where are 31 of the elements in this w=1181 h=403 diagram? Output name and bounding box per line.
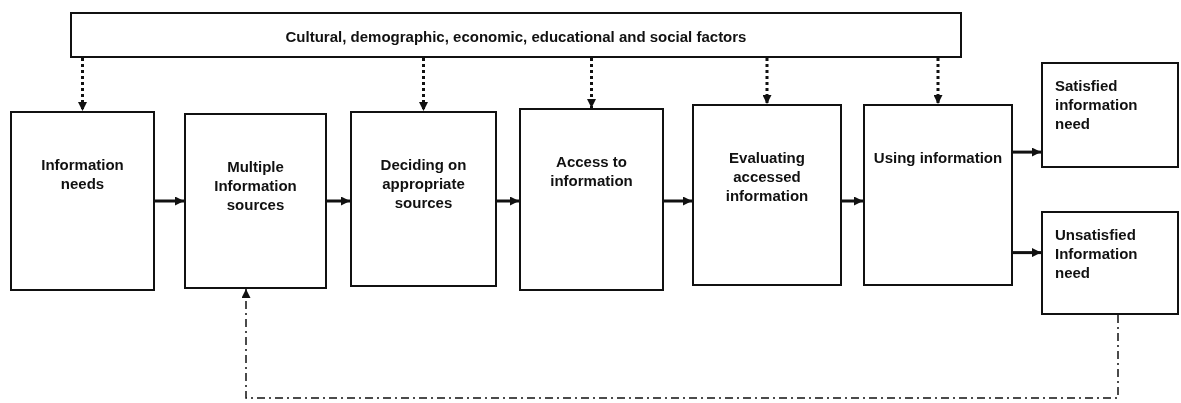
- process-box: [692, 104, 842, 286]
- box-label: Access to information: [549, 152, 634, 190]
- box-label: Information needs: [40, 155, 125, 193]
- arrow: [419, 58, 428, 111]
- arrow: [762, 58, 772, 104]
- process-box: [184, 113, 327, 289]
- box-label: Multiple Information sources: [213, 157, 298, 214]
- arrow: [664, 196, 692, 206]
- arrow: [155, 196, 184, 206]
- arrow: [78, 58, 87, 111]
- box-label: Using information: [872, 148, 1004, 167]
- process-box: [70, 12, 962, 58]
- arrow: [933, 58, 943, 104]
- arrow: [842, 196, 863, 206]
- box-label: Deciding on appropriate sources: [379, 155, 468, 212]
- process-box: [519, 108, 664, 291]
- arrow: [241, 288, 1119, 399]
- box-label: Evaluating accessed information: [724, 148, 810, 205]
- box-label: Cultural, demographic, economic, educational and social factors: [284, 27, 748, 46]
- arrow: [587, 58, 596, 108]
- process-box: [10, 111, 155, 291]
- arrow: [327, 196, 350, 206]
- process-box: [350, 111, 497, 287]
- process-box: [1041, 62, 1179, 168]
- box-label: Satisfied information need: [1055, 76, 1139, 133]
- arrow: [497, 196, 519, 206]
- arrow: [1013, 147, 1041, 157]
- process-box: [863, 104, 1013, 286]
- process-box: [1041, 211, 1179, 315]
- box-label: Unsatisfied Information need: [1055, 225, 1139, 282]
- arrow: [1013, 248, 1041, 258]
